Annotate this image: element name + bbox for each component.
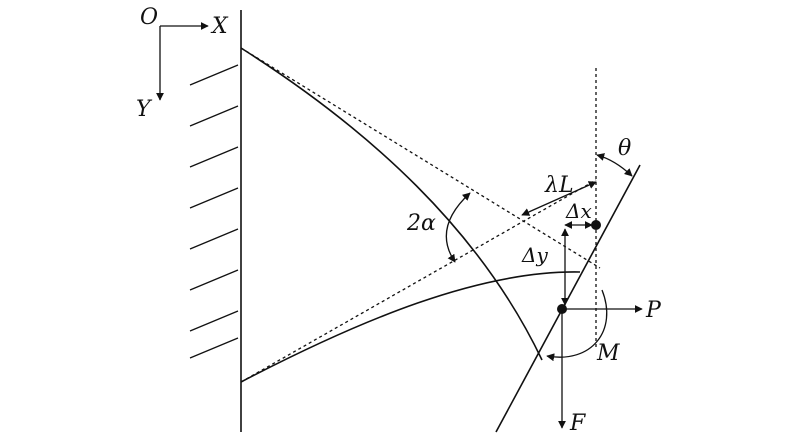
moment-m-arc (546, 289, 608, 362)
beam-curves (240, 47, 581, 383)
x-axis-label: X (210, 14, 229, 39)
coordinate-axes: O X Y (136, 5, 229, 122)
lower-beam-curve (240, 271, 581, 383)
wall-hatching (189, 64, 239, 359)
lambda-l-dimension-arrow (521, 181, 597, 216)
upper-beam-curve (240, 47, 543, 361)
theta-angle-arc (596, 153, 633, 177)
theta-label: θ (618, 136, 631, 161)
moment-m-label: M (596, 341, 620, 366)
lambda-l-label: λL (544, 173, 574, 198)
force-f-label: F (569, 411, 586, 436)
y-axis-label: Y (136, 97, 153, 122)
delta-y-label: Δy (521, 243, 548, 267)
original-tip-point (591, 220, 601, 230)
two-alpha-angle-arc (445, 192, 471, 263)
fixed-wall (189, 10, 242, 432)
two-alpha-label: 2α (406, 211, 436, 236)
delta-x-label: Δx (565, 199, 592, 223)
dashed-chord-lower (240, 179, 597, 383)
force-p-label: P (645, 298, 662, 323)
origin-label: O (140, 5, 158, 30)
dashed-chord-upper (240, 47, 601, 269)
